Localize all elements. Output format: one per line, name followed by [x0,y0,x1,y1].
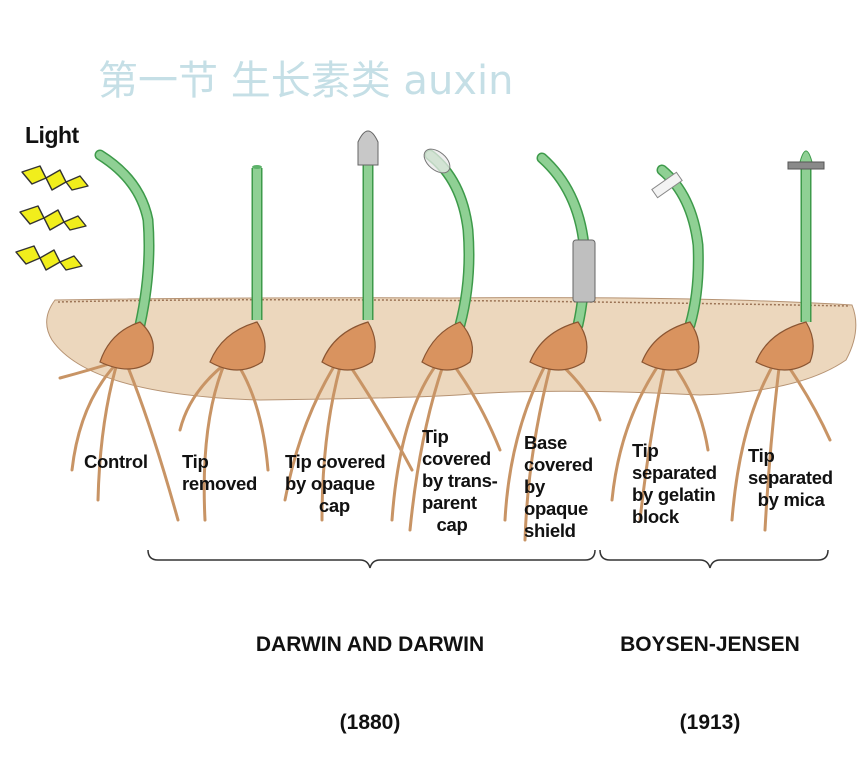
coleoptile-diagram [15,130,857,569]
opaque-shield [572,239,596,303]
experiment-label-transparent-cap: Tip covered by trans- parent cap [422,426,498,535]
group-brace-darwin [147,549,596,569]
light-label: Light [25,122,79,148]
seed-and-roots [58,358,832,542]
group-darwin: DARWIN AND DARWIN (1880) [225,580,515,762]
seeds [99,321,814,371]
seedling-opaque-cap [357,130,379,320]
experiment-label-base-shield: Base covered by opaque shield [524,432,593,541]
transparent-cap [423,148,451,174]
seedling-mica [787,150,825,322]
group-boysen-year: (1913) [679,711,741,734]
seedling-tip-removed [251,165,263,320]
group-boysen-name: BOYSEN-JENSEN [620,633,800,656]
mica-plate [787,161,825,170]
experiment-label-mica: Tip separated by mica [748,445,833,510]
seedling-gelatin [651,164,704,331]
seedling-base-shield [536,152,596,331]
light-icon [15,165,89,271]
group-brace-boysen [599,549,829,569]
opaque-cap [357,130,379,166]
page-title: 第一节 生长素类 auxin [98,58,514,104]
seedling-transparent-cap [423,148,475,331]
group-darwin-year: (1880) [339,711,401,734]
experiment-label-opaque-cap: Tip covered by opaque cap [285,451,386,516]
gelatin-block [651,171,683,199]
experiment-label-gelatin: Tip separated by gelatin block [632,440,717,527]
experiment-label-control: Control [84,451,148,472]
group-darwin-name: DARWIN AND DARWIN [255,633,485,656]
seedling-control [94,149,155,331]
group-boysen: BOYSEN-JENSEN (1913) [595,580,825,762]
experiment-label-tip-removed: Tip removed [182,451,258,494]
